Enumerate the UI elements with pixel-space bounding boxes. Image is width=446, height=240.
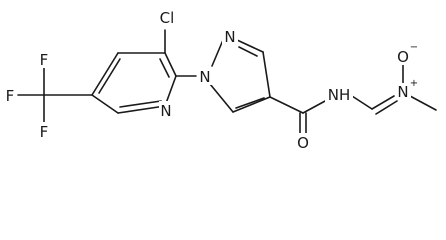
bond-layer	[17, 29, 437, 135]
atom-n-pyridine-label: N	[160, 102, 171, 120]
atom-f-bottom-label: F	[40, 123, 49, 141]
n-oxide-positive-charge: +	[410, 78, 418, 89]
bond-pyrazole-c3-c4	[262, 51, 271, 98]
bond-pyrazole-carbonyl	[269, 96, 304, 114]
bond-n-methyl	[409, 95, 437, 111]
atom-o-oxide-label: O	[397, 48, 409, 66]
bond-pyridine-c5-c4	[91, 52, 119, 96]
atom-cl-label: Cl	[160, 9, 175, 27]
bond-pyrazole-n2-c3	[236, 39, 264, 53]
atom-n-pyrazole1-label: N	[199, 68, 210, 86]
bond-pyrazole-c5-n1	[209, 83, 234, 113]
bond-pyrazole-double-1	[238, 46, 258, 57]
bond-ch-n-double-1	[371, 95, 395, 110]
bond-pyridine-n-c6	[117, 105, 166, 114]
atom-n-oxide-label: N	[397, 83, 408, 101]
o-oxide-negative-charge: −	[410, 42, 418, 53]
bond-pyrazole-n1-n2	[211, 39, 224, 67]
bond-carbonyl-nh	[302, 99, 328, 114]
bond-ch-n-double-2	[375, 100, 398, 115]
bond-pyridine-c6-c5	[91, 94, 119, 114]
bond-pyridine-double-1	[98, 58, 121, 94]
bond-pyridine-double-2	[159, 58, 170, 78]
bond-pyridine-c3-c2	[164, 52, 177, 77]
bond-pyridine-double-3	[119, 100, 162, 108]
bond-pyrazole-c4-c5	[232, 96, 271, 113]
bond-pyrazole-double-2	[235, 97, 265, 109]
chemical-structure-diagram: Cl F F F N N N NH O N + O −	[3, 6, 437, 152]
atom-nh-label: NH	[328, 86, 351, 104]
atom-f-top-label: F	[40, 51, 49, 69]
atom-label-layer: Cl F F F N N N NH O N + O −	[3, 6, 418, 152]
atom-f-left-label: F	[6, 87, 15, 105]
bond-nh-ch	[351, 95, 373, 110]
atom-o-carbonyl-label: O	[297, 134, 309, 152]
atom-n-pyrazole2-label: N	[224, 28, 235, 46]
